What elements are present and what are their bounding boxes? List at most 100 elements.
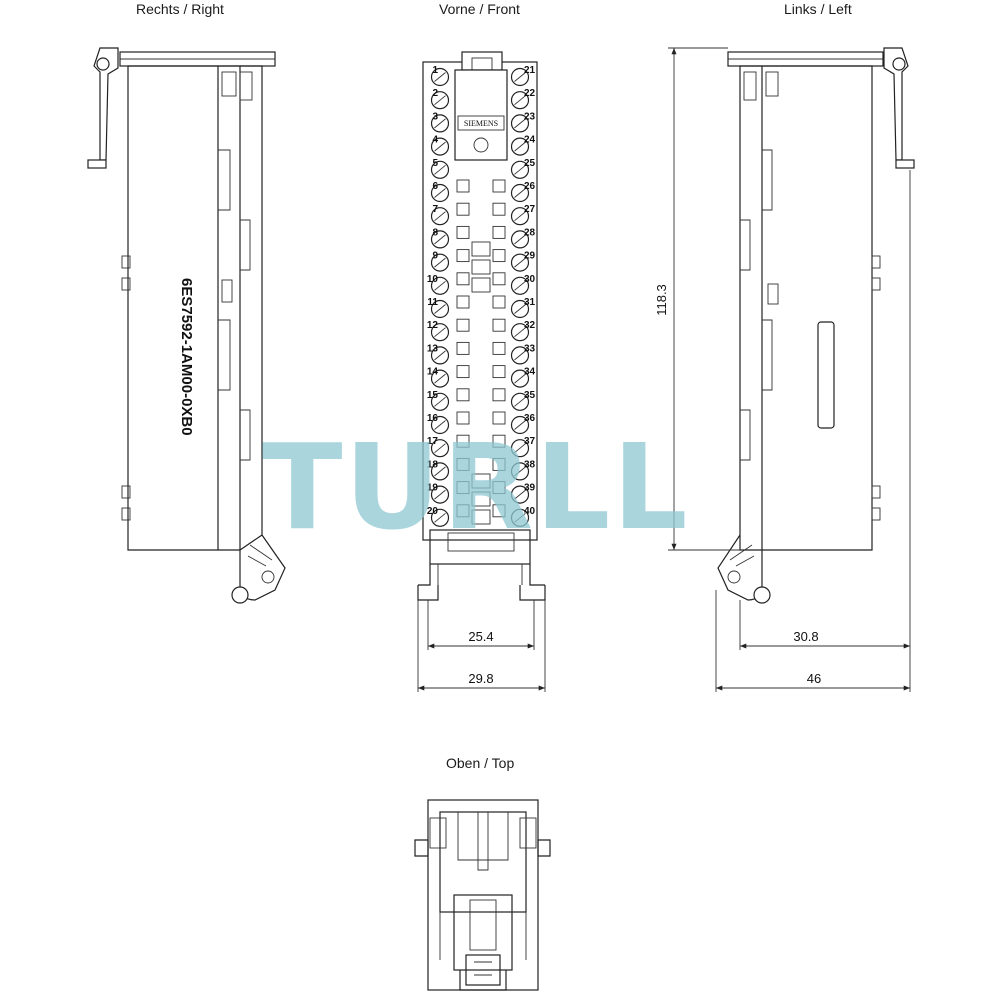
view-title-left: Links / Left — [784, 1, 852, 17]
screw-slot — [434, 188, 446, 198]
dim-left-inner-depth: 30.8 — [793, 629, 818, 644]
screw-slot — [434, 164, 446, 175]
view-title-front: Vorne / Front — [439, 1, 520, 17]
grid-cell — [456, 272, 470, 286]
screw-slot — [434, 141, 446, 152]
screw-slot — [434, 234, 446, 245]
screw-slot — [514, 188, 526, 198]
screw-slot — [434, 489, 446, 500]
screw-slot — [514, 234, 526, 245]
terminal-number: 27 — [524, 204, 536, 215]
terminal-number: 12 — [427, 320, 439, 331]
grid-cell — [456, 504, 470, 518]
screw-slot — [434, 257, 446, 268]
screw-slot — [514, 141, 526, 152]
screw-slot — [514, 211, 526, 222]
view-title-right: Rechts / Right — [136, 1, 224, 17]
screw-slot — [514, 396, 526, 407]
terminal-number: 16 — [427, 413, 439, 424]
screw-slot — [514, 420, 526, 430]
terminal-number: 5 — [432, 158, 438, 169]
grid-cell — [492, 434, 506, 448]
grid-cell — [492, 365, 506, 379]
grid-cell — [492, 341, 506, 355]
grid-cell — [492, 504, 506, 518]
screw-slot — [514, 512, 526, 523]
terminal-number: 37 — [524, 436, 536, 447]
screw-slot — [514, 489, 526, 500]
terminal-number: 9 — [432, 251, 438, 262]
grid-cell — [492, 295, 506, 309]
terminal-number: 24 — [524, 135, 536, 146]
screw-slot — [434, 72, 446, 82]
grid-cell — [492, 249, 506, 263]
grid-cell — [456, 388, 470, 402]
terminal-number: 35 — [524, 390, 536, 401]
grid-cell — [492, 225, 506, 239]
terminal-number: 19 — [427, 483, 439, 494]
terminal-number: 31 — [524, 297, 536, 308]
grid-cell — [456, 481, 470, 495]
terminal-number: 40 — [524, 506, 536, 517]
screw-slot — [434, 373, 446, 384]
screw-slot — [434, 95, 446, 106]
grid-cell — [492, 318, 506, 332]
screw-slot — [514, 95, 526, 106]
terminal-number: 3 — [432, 111, 438, 122]
terminal-number: 20 — [427, 506, 439, 517]
dim-height: 118.3 — [654, 284, 669, 316]
grid-cell — [492, 272, 506, 286]
terminal-number: 26 — [524, 181, 536, 192]
grid-cell — [492, 388, 506, 402]
jumper-block — [471, 509, 491, 525]
grid-cell — [456, 225, 470, 239]
terminal-number: 10 — [427, 274, 439, 285]
grid-cell — [456, 457, 470, 471]
screw-slot — [434, 211, 446, 222]
grid-cell — [492, 481, 506, 495]
screw-slot — [434, 396, 446, 407]
dim-front-inner-width: 25.4 — [468, 629, 493, 644]
screw-slot — [434, 420, 446, 430]
terminal-number: 38 — [524, 459, 536, 470]
screw-slot — [514, 327, 526, 338]
right-side-view: 6ES7592-1AM00-0XB0 — [87, 47, 286, 604]
brand-label: SIEMENS — [464, 119, 498, 128]
terminal-number: 13 — [427, 343, 439, 354]
screw-slot — [434, 466, 446, 477]
watermark-text: TURLL — [262, 418, 690, 556]
grid-cell — [456, 341, 470, 355]
terminal-number: 15 — [427, 390, 439, 401]
terminal-number: 29 — [524, 251, 536, 262]
part-number-label: 6ES7592-1AM00-0XB0 — [178, 278, 195, 436]
grid-cell — [456, 411, 470, 425]
jumper-block — [471, 241, 491, 257]
grid-cell — [456, 365, 470, 379]
grid-cell — [456, 318, 470, 332]
grid-cell — [492, 457, 506, 471]
screw-slot — [514, 280, 526, 291]
jumper-block — [471, 473, 491, 489]
terminal-number: 14 — [427, 367, 439, 378]
grid-cell — [492, 202, 506, 216]
screw-slot — [434, 280, 446, 291]
dim-front-outer-width: 29.8 — [468, 671, 493, 686]
screw-slot — [434, 512, 446, 523]
terminal-number: 17 — [427, 436, 439, 447]
grid-cell — [456, 202, 470, 216]
terminal-number: 1 — [432, 65, 438, 76]
screw-slot — [514, 257, 526, 268]
terminal-number: 8 — [432, 227, 438, 238]
grid-cell — [456, 179, 470, 193]
screw-slot — [434, 350, 446, 361]
jumper-block — [471, 277, 491, 293]
terminal-number: 28 — [524, 227, 536, 238]
terminal-number: 4 — [432, 135, 438, 146]
grid-cell — [456, 295, 470, 309]
jumper-block — [471, 259, 491, 275]
view-title-top: Oben / Top — [446, 755, 515, 771]
screw-slot — [514, 118, 526, 129]
screw-slot — [514, 304, 526, 314]
terminal-number: 21 — [524, 65, 536, 76]
